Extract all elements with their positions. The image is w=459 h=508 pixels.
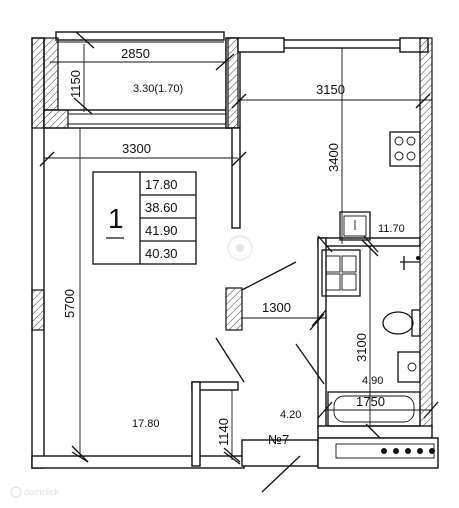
dimension-balcony-width: 2850 [50,31,235,71]
balcony-room-wall [43,109,239,129]
radiator-icon [335,443,435,459]
balcony-room-wall-left [43,109,69,129]
room-width-label: 3300 [122,141,151,156]
room-area-label: 17.80 [132,418,160,430]
apartment-number-label: №7 [268,432,289,447]
niche-width-label: 1140 [216,418,231,446]
watermark-text: domclick [24,487,60,497]
room-hall-partition-upper [231,127,241,229]
balcony-left-wall [43,37,59,111]
tick-kitchen-bottom [363,235,379,253]
hall-bottom-wall [241,439,319,467]
tick-room-bottom [71,445,89,463]
dimension-hall-width: 1300 [242,300,327,327]
bottom-wall [31,455,245,469]
kitchen-sink-icon [339,211,371,241]
legend-total-reduced-balcony: 40.30 [145,246,178,261]
right-wall [419,37,433,429]
area-legend: 1 17.80 38.60 41.90 40.30 [92,171,197,265]
bath-area-label: 4.90 [362,375,383,387]
toilet-icon [382,309,421,337]
balcony-top-wall [55,31,225,41]
washing-machine-icon [321,249,361,297]
kitchen-length-label: 3400 [326,143,341,172]
watermark-brand: domclick [10,486,60,498]
bath-door-leaf [295,343,325,385]
tick-hall-door [309,313,325,331]
hall-area-label: 4.20 [280,409,301,421]
room-door-leaf [241,261,297,291]
dimension-bath-length: 3100 [354,239,379,426]
kitchen-width-label: 3150 [316,82,345,97]
watermark-logo-icon [227,235,253,261]
tub-length-label: 1750 [356,394,385,409]
legend-living-area: 17.80 [145,177,178,192]
dimension-room-width: 3300 [39,141,247,167]
kitchen-area-label: 11.70 [378,223,405,235]
dimension-kitchen-width: 3150 [231,82,432,109]
dimension-room-length: 5700 [62,128,89,463]
kitchen-top-left-notch [237,37,285,53]
balcony-area-label: 3.30(1.70) [133,83,183,95]
niche-wall-left [191,381,201,467]
bathtub-icon [327,391,421,427]
bath-bottom-wall [317,425,433,439]
balcony-room-door [215,337,245,383]
stove-icon [389,131,421,167]
tick-kitchen-left [317,235,333,253]
balcony-width-label: 2850 [121,46,150,61]
legend-total-with-balcony: 41.90 [145,223,178,238]
dimension-balcony-depth: 1150 [68,44,93,115]
dimension-niche: 1140 [216,390,241,465]
left-wall-hatch-mid [31,289,45,331]
balcony-depth-label: 1150 [68,70,83,98]
tub-end-tick [365,423,381,439]
room-length-label: 5700 [62,289,77,318]
bath-length-label: 3100 [354,333,369,362]
hall-width-label: 1300 [262,300,291,315]
entrance-door-leaf [261,455,301,493]
dimension-kitchen-length: 3400 [326,48,343,244]
room-hall-pillar [225,287,243,331]
legend-total-area: 38.60 [145,200,178,215]
partition-hatch-top [227,37,239,129]
dimension-tub-length: 1750 [317,394,439,419]
tick-niche-bottom [223,447,241,463]
wall-tap-icon [400,256,420,270]
washbasin-icon [397,351,421,383]
left-wall-hatch-top [31,37,45,129]
legend-rooms-count: 1 [108,203,124,234]
